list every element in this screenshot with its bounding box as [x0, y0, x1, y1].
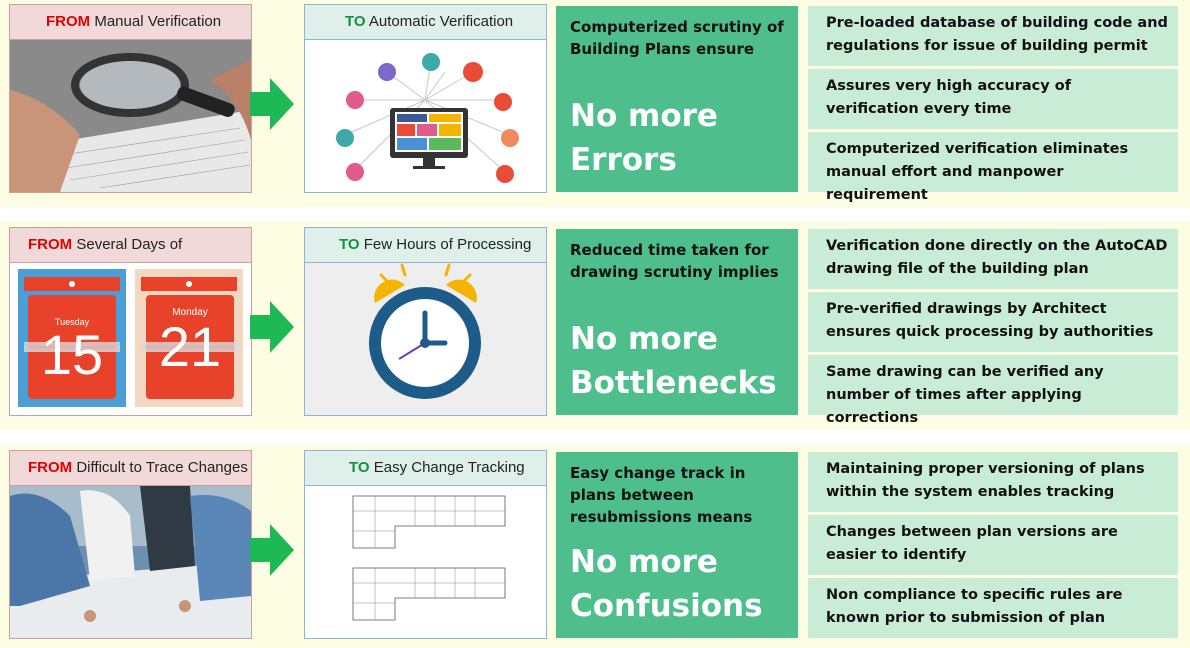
- benefit-summary: Easy change track in plans between resub…: [556, 452, 798, 638]
- benefit-points: Maintaining proper versioning of plans w…: [808, 452, 1178, 638]
- floor-plan-drawings: [305, 486, 546, 638]
- from-keyword: FROM: [28, 459, 73, 476]
- to-panel: TO Few Hours of Processing: [304, 227, 547, 416]
- benefit-headline: Confusions: [570, 588, 763, 624]
- tablet-icon: [494, 93, 512, 111]
- benefit-point: Verification done directly on the AutoCA…: [808, 229, 1178, 289]
- benefit-point: Maintaining proper versioning of plans w…: [808, 452, 1178, 512]
- to-panel: TO Easy Change Tracking: [304, 450, 547, 639]
- calendar-illustration: Tuesday 15 Monday 21: [10, 263, 251, 415]
- benefit-point: Pre-loaded database of building code and…: [808, 6, 1178, 66]
- from-label: Manual Verification: [94, 13, 222, 30]
- magnifying-glass-photo: [10, 40, 251, 192]
- comparison-row-tracking: FROM Difficult to Trace Changes TO Easy …: [0, 450, 1190, 646]
- to-label: Easy Change Tracking: [373, 459, 525, 476]
- cloud-icon: [463, 62, 483, 82]
- from-panel: FROM Several Days of Processing Tuesday …: [9, 227, 252, 416]
- right-arrow-icon: [250, 301, 294, 353]
- phone-icon: [346, 91, 364, 109]
- to-label: Few Hours of Processing: [363, 236, 532, 253]
- to-header: TO Easy Change Tracking: [305, 451, 546, 486]
- to-label: Automatic Verification: [368, 13, 514, 30]
- benefit-headline: Errors: [570, 142, 677, 178]
- to-panel: TO Automatic Verification: [304, 4, 547, 193]
- right-arrow-icon: [250, 524, 294, 576]
- comparison-row-verification: FROM Manual Verification TO Automatic Ve…: [0, 4, 1190, 203]
- comparison-row-processing: FROM Several Days of Processing Tuesday …: [0, 227, 1190, 426]
- right-arrow-icon: [250, 78, 294, 130]
- benefit-headline: No more: [570, 544, 718, 580]
- benefit-point: Assures very high accuracy of verificati…: [808, 69, 1178, 129]
- benefit-summary: Reduced time taken for drawing scrutiny …: [556, 229, 798, 415]
- benefit-headline: No more: [570, 321, 718, 357]
- benefit-point: Computerized verification eliminates man…: [808, 132, 1178, 203]
- to-header: TO Few Hours of Processing: [305, 228, 546, 263]
- calendar-day-label: Monday: [172, 307, 208, 318]
- computer-network-illustration: [305, 40, 546, 192]
- calendar-date: 15: [40, 323, 104, 386]
- calendar-date: 21: [158, 315, 222, 378]
- benefit-headline: Bottlenecks: [570, 365, 777, 401]
- benefit-intro: Easy change track in plans between resub…: [570, 464, 753, 526]
- from-label: Difficult to Trace Changes: [76, 459, 248, 476]
- from-keyword: FROM: [46, 13, 91, 30]
- user-icon: [346, 163, 364, 181]
- benefit-point: Same drawing can be verified any number …: [808, 355, 1178, 426]
- magnifier-icon: [71, 53, 189, 117]
- benefit-point: Pre-verified drawings by Architect ensur…: [808, 292, 1178, 352]
- benefit-point: Non compliance to specific rules are kno…: [808, 578, 1178, 638]
- mail-icon: [378, 63, 396, 81]
- gear-icon: [336, 129, 354, 147]
- from-header: FROM Manual Verification: [10, 5, 251, 40]
- benefit-summary: Computerized scrutiny of Building Plans …: [556, 6, 798, 192]
- benefit-point: Changes between plan versions are easier…: [808, 515, 1178, 575]
- image-icon: [501, 129, 519, 147]
- from-header: FROM Several Days of Processing: [10, 228, 251, 287]
- calendar-day-label: Tuesday: [54, 317, 90, 327]
- benefit-headline: No more: [570, 98, 718, 134]
- alarm-clock-illustration: [305, 263, 546, 415]
- heart-icon: [496, 165, 514, 183]
- team-meeting-photo: [10, 486, 251, 638]
- search-icon: [422, 53, 440, 71]
- to-keyword: TO: [345, 13, 366, 30]
- benefit-points: Verification done directly on the AutoCA…: [808, 229, 1178, 426]
- to-keyword: TO: [349, 459, 370, 476]
- benefit-intro: Reduced time taken for drawing scrutiny …: [570, 241, 779, 281]
- benefit-intro: Computerized scrutiny of Building Plans …: [570, 18, 784, 58]
- row-separator: [0, 430, 1190, 444]
- benefit-points: Pre-loaded database of building code and…: [808, 6, 1178, 203]
- from-keyword: FROM: [28, 236, 73, 253]
- to-header: TO Automatic Verification: [305, 5, 546, 40]
- to-keyword: TO: [339, 236, 360, 253]
- from-panel: FROM Difficult to Trace Changes: [9, 450, 252, 639]
- from-header: FROM Difficult to Trace Changes: [10, 451, 251, 486]
- calendar-icon: [18, 269, 243, 407]
- from-panel: FROM Manual Verification: [9, 4, 252, 193]
- row-separator: [0, 207, 1190, 221]
